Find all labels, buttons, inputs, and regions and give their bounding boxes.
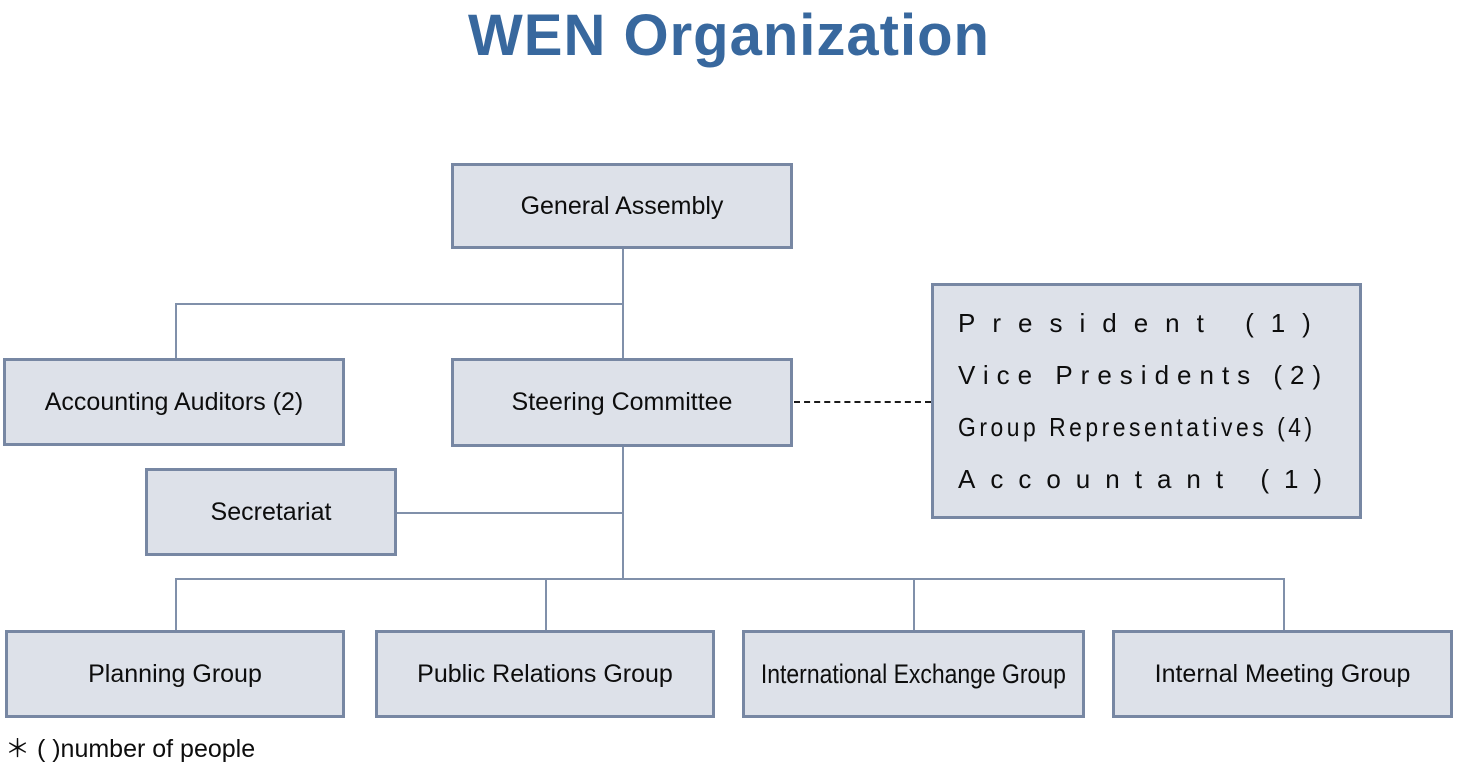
connector-groups-horizontal (175, 578, 1285, 580)
node-internal-meeting-group: Internal Meeting Group (1112, 630, 1453, 718)
node-international-exchange-group: International Exchange Group (742, 630, 1085, 718)
executives-line-vice-presidents: Vice Presidents (2) (958, 359, 1330, 390)
node-secretariat: Secretariat (145, 468, 397, 556)
connector-drop-planning (175, 578, 177, 631)
connector-branch-auditors-horizontal (175, 303, 624, 305)
node-label-accounting-auditors: Accounting Auditors (2) (44, 387, 304, 416)
node-executives: President (1) Vice Presidents (2) Group … (931, 283, 1362, 519)
executives-line-group-representatives: Group Representatives (4) (958, 411, 1316, 442)
node-planning-group: Planning Group (5, 630, 345, 718)
node-label-internal-meeting-group: Internal Meeting Group (1154, 659, 1411, 688)
node-label-international-exchange-group: International Exchange Group (761, 658, 1066, 689)
connector-drop-public-relations (545, 578, 547, 631)
connector-branch-auditors-drop (175, 303, 177, 359)
connector-dashed-steering-to-executives (794, 401, 931, 403)
node-label-public-relations-group: Public Relations Group (417, 659, 673, 688)
executives-line-president: President (1) (958, 307, 1328, 338)
connector-drop-international-exchange (913, 578, 915, 631)
connector-secretariat-link (396, 512, 624, 514)
page-title: WEN Organization (468, 3, 990, 68)
node-public-relations-group: Public Relations Group (375, 630, 715, 718)
node-label-secretariat: Secretariat (210, 497, 332, 526)
footnote-number-of-people: ＊ ( )number of people (5, 735, 256, 763)
node-label-general-assembly: General Assembly (520, 191, 724, 220)
node-general-assembly: General Assembly (451, 163, 793, 249)
node-accounting-auditors: Accounting Auditors (2) (3, 358, 345, 446)
node-label-planning-group: Planning Group (88, 659, 262, 688)
node-label-steering-committee: Steering Committee (511, 388, 733, 416)
connector-drop-internal-meeting (1283, 578, 1285, 631)
executives-line-accountant: Accountant (1) (958, 463, 1338, 494)
node-steering-committee: Steering Committee (451, 358, 793, 447)
